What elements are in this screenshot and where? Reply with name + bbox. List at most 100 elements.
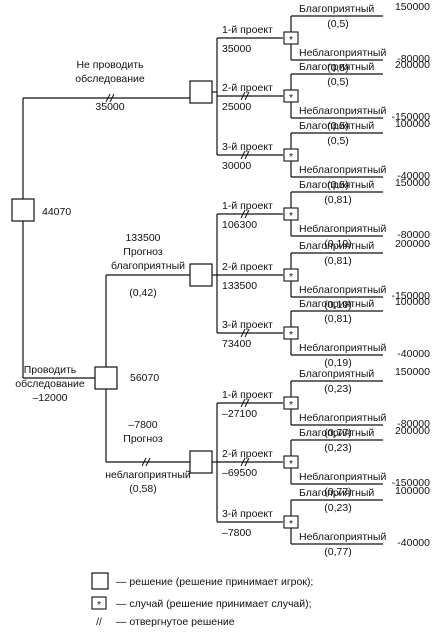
project-name: 3-й проект [222, 508, 273, 520]
chance-node [283, 31, 299, 45]
outcome-unfavorable-payoff: -80000 [397, 53, 430, 65]
outcome-unfavorable-probability: (0,5) [327, 120, 349, 132]
outcome-unfavorable-payoff: -40000 [397, 537, 430, 549]
outcome-unfavorable-payoff: -80000 [397, 418, 430, 430]
chance-node [283, 148, 299, 162]
outcome-unfavorable-label: Неблагоприятный [299, 412, 386, 424]
outcome-favorable-payoff: 150000 [395, 1, 430, 13]
no-survey-cost: 35000 [95, 101, 124, 113]
legend-rejected-text: — отвергнутое решение [116, 616, 235, 628]
rejected-mark-icon [244, 150, 250, 160]
forecast-unfavorable-label: Прогноз [123, 433, 163, 445]
survey-label: Проводить [24, 364, 77, 376]
outcome-unfavorable-label: Неблагоприятный [299, 105, 386, 117]
project-expected-value: 30000 [222, 160, 251, 172]
outcome-favorable-probability: (0,81) [324, 313, 351, 325]
outcome-favorable-payoff: 200000 [395, 238, 430, 250]
outcome-unfavorable-label: Неблагоприятный [299, 471, 386, 483]
no-survey-decision-node [189, 80, 213, 104]
rejected-mark-icon [240, 150, 246, 160]
survey-label: обследование [15, 378, 85, 390]
chance-node [283, 207, 299, 221]
outcome-unfavorable-probability: (0,19) [324, 357, 351, 369]
project-name: 1-й проект [222, 24, 273, 36]
forecast-favorable-label: благоприятный [111, 260, 185, 272]
outcome-unfavorable-label: Неблагоприятный [299, 531, 386, 543]
chance-node [283, 326, 299, 340]
chance-node [283, 515, 299, 529]
legend-chance-text: — случай (решение принимает случай); [116, 598, 312, 610]
outcome-unfavorable-label: Неблагоприятный [299, 47, 386, 59]
rejected-mark-icon [105, 93, 111, 103]
outcome-unfavorable-probability: (0,77) [324, 486, 351, 498]
rejected-mark-icon [141, 457, 147, 467]
outcome-unfavorable-probability: (0,19) [324, 238, 351, 250]
rejected-mark-icon [244, 328, 250, 338]
outcome-favorable-payoff: 150000 [395, 366, 430, 378]
outcome-favorable-label: Благоприятный [299, 487, 374, 499]
chance-star-icon: * [289, 151, 293, 163]
project-name: 3-й проект [222, 319, 273, 331]
outcome-favorable-probability: (0,5) [327, 76, 349, 88]
forecast-unfavorable-value: –7800 [128, 419, 157, 431]
tree-labels: 44070 Не проводить обследование 35000 1-й пр… [15, 1, 430, 558]
tree-edges [22, 15, 383, 545]
forecast-favorable-probability: (0,42) [129, 287, 156, 299]
outcome-unfavorable-probability: (0,5) [327, 179, 349, 191]
no-survey-label: Не проводить [76, 59, 144, 71]
outcome-favorable-label: Благоприятный [299, 61, 374, 73]
chance-node [283, 89, 299, 103]
rejected-mark-icon [244, 209, 250, 219]
project-name: 1-й проект [222, 200, 273, 212]
legend-rejected-mark-icon: // [96, 616, 102, 628]
no-survey-label: обследование [75, 73, 145, 85]
outcome-unfavorable-payoff: -80000 [397, 229, 430, 241]
chance-star-icon: * [289, 518, 293, 530]
forecast-favorable-decision-node [189, 263, 213, 287]
outcome-favorable-payoff: 200000 [395, 59, 430, 71]
outcome-favorable-label: Благоприятный [299, 240, 374, 252]
rejected-mark-icon [240, 328, 246, 338]
outcome-favorable-probability: (0,5) [327, 135, 349, 147]
root-value: 44070 [42, 206, 71, 218]
project-expected-value: 35000 [222, 43, 251, 55]
outcome-unfavorable-label: Неблагоприятный [299, 164, 386, 176]
legend-decision-node-icon [91, 572, 109, 590]
outcome-favorable-label: Благоприятный [299, 368, 374, 380]
chance-star-icon: * [289, 271, 293, 283]
project-name: 2-й проект [222, 448, 273, 460]
project-expected-value: 73400 [222, 338, 251, 350]
tree-nodes: ********* [11, 31, 299, 530]
outcome-favorable-probability: (0,81) [324, 194, 351, 206]
forecast-unfavorable-label: неблагоприятный [105, 469, 191, 481]
rejected-mark-icon [109, 93, 115, 103]
chance-node [283, 268, 299, 282]
project-expected-value: 25000 [222, 101, 251, 113]
project-expected-value: –69500 [222, 467, 257, 479]
chance-star-icon: * [289, 210, 293, 222]
forecast-favorable-label: Прогноз [123, 246, 163, 258]
chance-star-icon: * [289, 34, 293, 46]
chance-star-icon: * [289, 92, 293, 104]
legend: — решение (решение принимает игрок); * —… [91, 572, 313, 628]
legend-chance-star-icon: * [97, 599, 101, 611]
outcome-unfavorable-payoff: -150000 [391, 111, 430, 123]
survey-node-value: 56070 [130, 372, 159, 384]
outcome-favorable-payoff: 100000 [395, 485, 430, 497]
rejected-mark-icon [240, 457, 246, 467]
outcome-unfavorable-payoff: -40000 [397, 170, 430, 182]
outcome-unfavorable-label: Неблагоприятный [299, 284, 386, 296]
project-expected-value: 133500 [222, 280, 257, 292]
legend-chance-node-icon [91, 596, 107, 610]
outcome-unfavorable-label: Неблагоприятный [299, 223, 386, 235]
outcome-favorable-label: Благоприятный [299, 179, 374, 191]
outcome-favorable-payoff: 100000 [395, 118, 430, 130]
forecast-favorable-value: 133500 [125, 232, 160, 244]
root-decision-node [11, 198, 35, 222]
rejected-mark-icon [244, 398, 250, 408]
outcome-unfavorable-payoff: -150000 [391, 477, 430, 489]
legend-decision-text: — решение (решение принимает игрок); [116, 576, 313, 588]
outcome-unfavorable-probability: (0,5) [327, 62, 349, 74]
outcome-favorable-label: Благоприятный [299, 3, 374, 15]
